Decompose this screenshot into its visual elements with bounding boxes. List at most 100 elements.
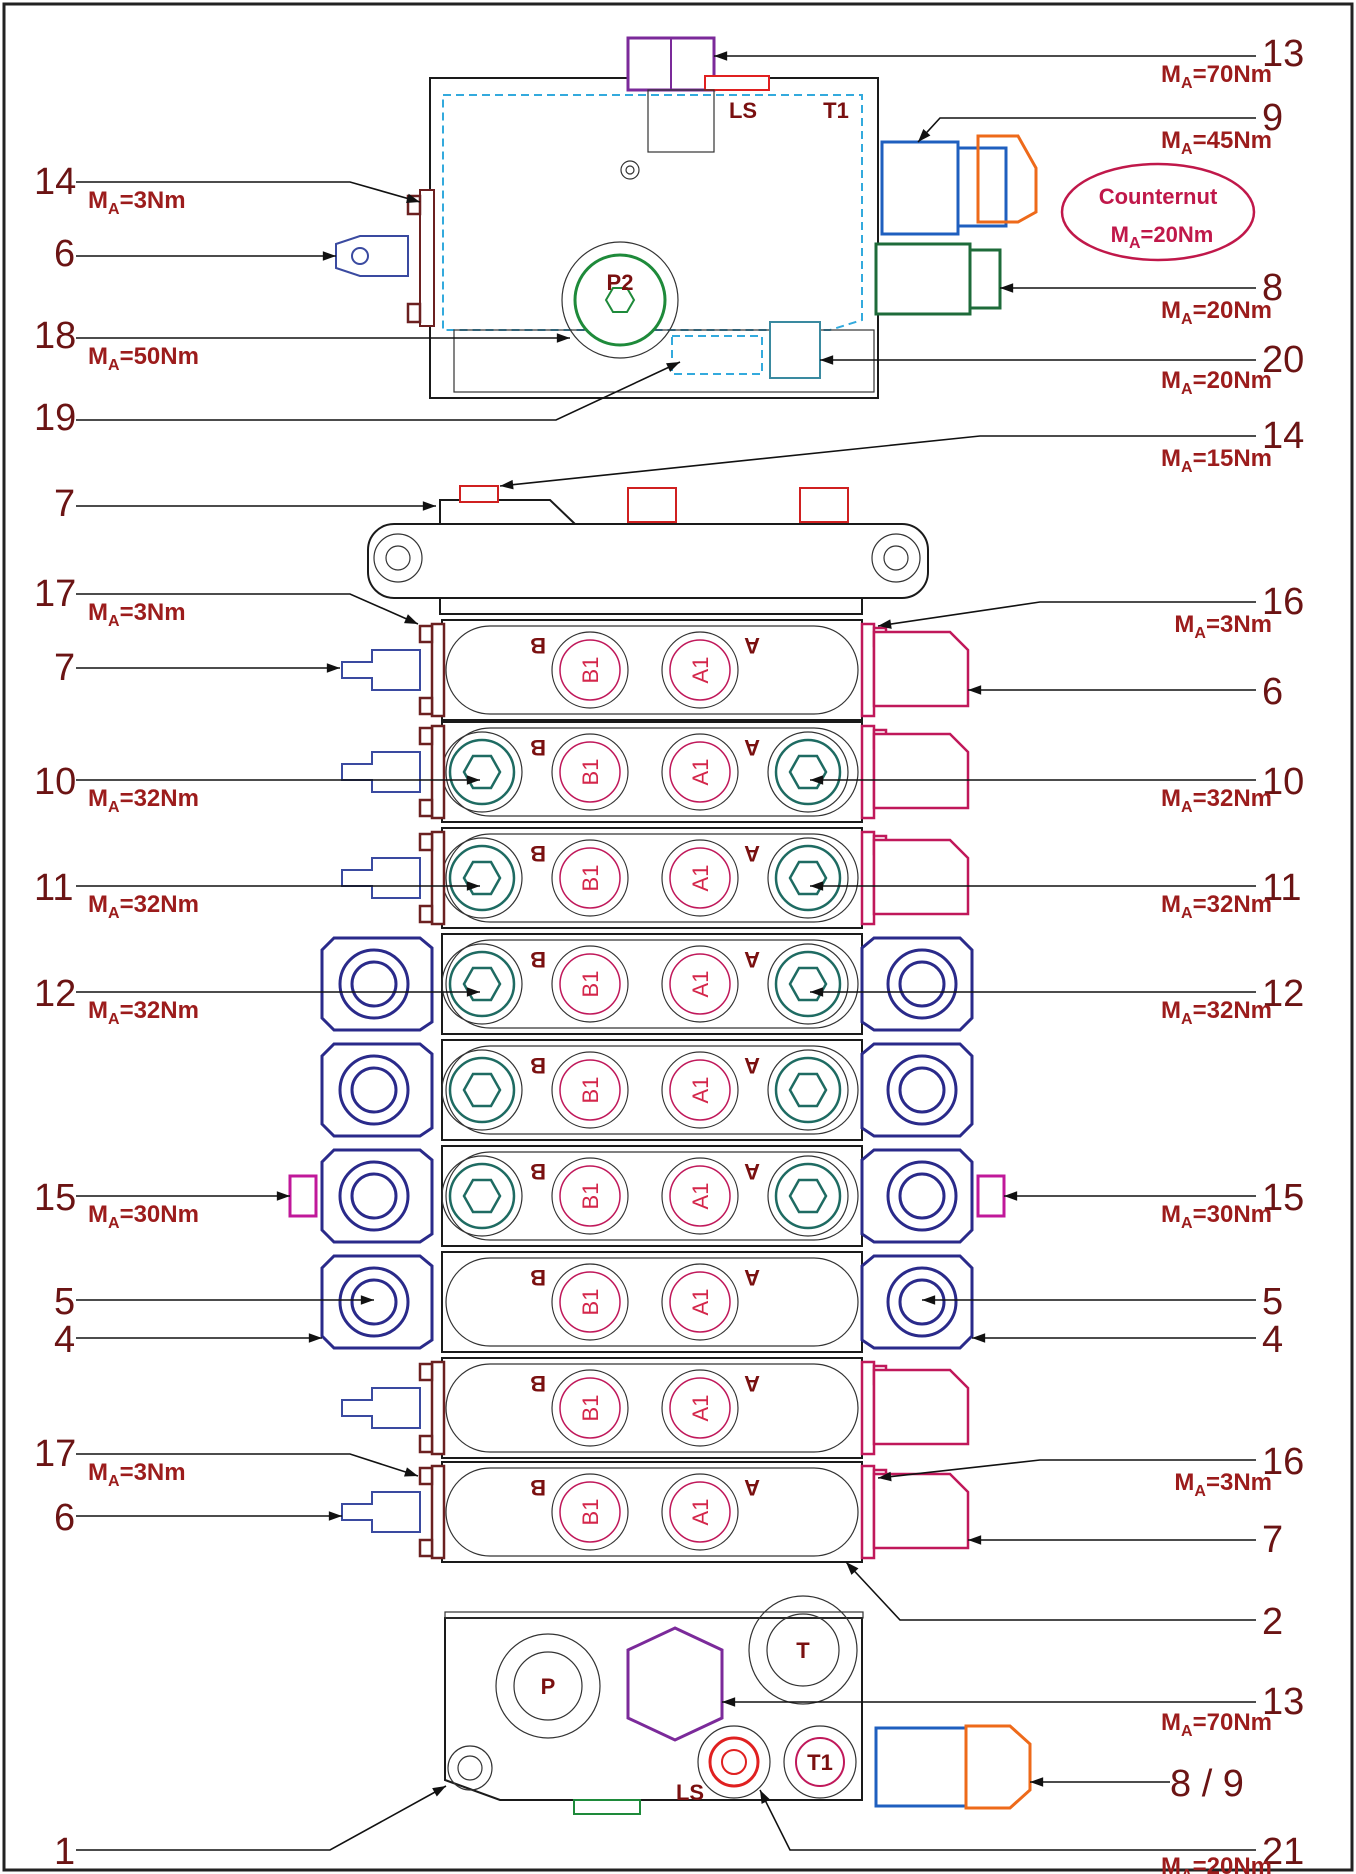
leader-arrow [360, 1295, 374, 1305]
counternut [976, 134, 1038, 224]
callout-torque: MA=70Nm [1161, 61, 1272, 92]
port-b1-label: B1 [578, 1077, 603, 1104]
port-a-mark: A [744, 1371, 760, 1396]
port-a-mark: A [744, 947, 760, 972]
callout-l8: 8MA=20Nm [1000, 267, 1283, 328]
manual-lever-stub [341, 1491, 421, 1533]
port-a-mark: A [744, 1265, 760, 1290]
port-a1-label: A1 [688, 759, 713, 786]
callout-torque: MA=32Nm [88, 891, 199, 922]
callout-number: 6 [54, 1497, 75, 1539]
callout-l4b: 4 [972, 1319, 1283, 1361]
port-ls-top-label: LS [729, 98, 757, 123]
port-b1-label: B1 [578, 759, 603, 786]
leader-line [76, 361, 681, 421]
cap-right [872, 732, 970, 810]
leader-arrow [328, 1511, 342, 1521]
callout-l9: 9MA=45Nm [917, 97, 1283, 158]
counternut-callout: Counternut MA=20Nm [1060, 162, 1256, 262]
leader-arrow [404, 1467, 418, 1477]
leader-arrow [820, 355, 834, 365]
leader-line [76, 1453, 419, 1477]
port-a1-label: A1 [688, 1499, 713, 1526]
leader-line [877, 1459, 1256, 1479]
callout-number: 9 [1262, 97, 1283, 139]
callout-number: 14 [1262, 415, 1304, 457]
leader-arrow [810, 881, 824, 891]
port-b-mark: B [530, 1053, 546, 1078]
leader-arrow [326, 663, 340, 673]
port-b-mark: B [530, 1159, 546, 1184]
callout-torque: MA=32Nm [1161, 891, 1272, 922]
port-t-label: T [796, 1638, 810, 1663]
leader-arrow [500, 479, 514, 490]
callout-number: 5 [54, 1281, 75, 1323]
coil-nut-15 [288, 1174, 318, 1218]
port-a-mark: A [744, 633, 760, 658]
callout-torque: MA=30Nm [1161, 1201, 1272, 1232]
port-p2-label: P2 [607, 270, 634, 295]
port-a1-label: A1 [688, 1077, 713, 1104]
counternut-callout-torque: MA=20Nm [1111, 222, 1214, 252]
callout-l5b: 5 [922, 1281, 1283, 1323]
callout-number: 17 [34, 1433, 76, 1475]
cap-right [872, 1368, 970, 1446]
leader-arrow [810, 775, 824, 785]
port-a1-label: A1 [688, 865, 713, 892]
callout-number: 15 [34, 1177, 76, 1219]
leader-line [499, 435, 1256, 487]
callout-torque: MA=15Nm [1161, 445, 1272, 476]
callout-number: 6 [54, 233, 75, 275]
port-b-mark: B [530, 947, 546, 972]
callout-number: 10 [1262, 761, 1304, 803]
callout-number: 2 [1262, 1601, 1283, 1643]
callout-torque: MA=45Nm [1161, 127, 1272, 158]
callout-l7c: 7 [968, 1519, 1283, 1561]
solenoid-plug-6-top [335, 235, 409, 277]
port-b-mark: B [530, 1475, 546, 1500]
port-b-mark: B [530, 735, 546, 760]
leader-arrow [918, 129, 931, 142]
port-a1-label: A1 [688, 1183, 713, 1210]
port-b-mark: B [530, 1265, 546, 1290]
callout-number: 13 [1262, 1681, 1304, 1723]
port-b-mark: B [530, 841, 546, 866]
leader-arrow [404, 614, 418, 624]
leader-arrow [666, 362, 680, 372]
leader-arrow [922, 1295, 936, 1305]
leader-arrow [466, 987, 480, 997]
leader-arrow [422, 501, 436, 511]
callout-l89: 8 / 9 [1030, 1763, 1244, 1805]
plug-13-bottom [626, 1626, 724, 1742]
callout-l1: 1 [54, 1785, 447, 1873]
callout-torque: MA=3Nm [88, 187, 186, 218]
leader-arrow [466, 881, 480, 891]
callout-number: 6 [1262, 671, 1283, 713]
port-b-mark: B [530, 633, 546, 658]
callout-number: 12 [1262, 973, 1304, 1015]
leader-arrow [1004, 1191, 1018, 1201]
leader-line [759, 1789, 1256, 1851]
leader-line [877, 601, 1256, 627]
leader-arrow [276, 1191, 290, 1201]
